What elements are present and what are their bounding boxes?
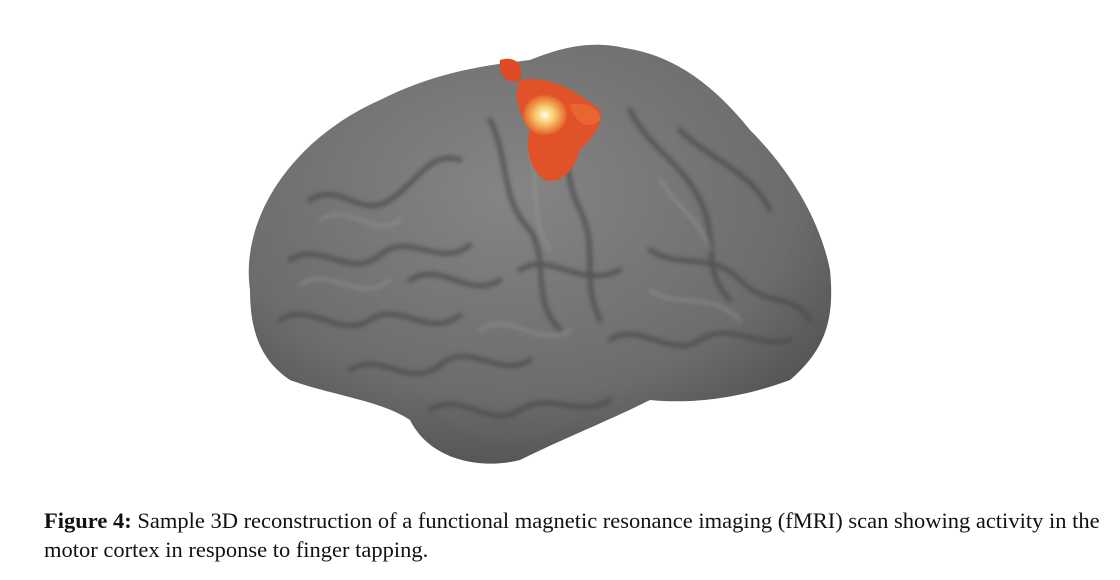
caption-label: Figure 4: — [44, 508, 132, 533]
brain-3d-reconstruction — [248, 44, 832, 464]
figure-caption: Figure 4: Sample 3D reconstruction of a … — [44, 506, 1104, 564]
brain-figure — [230, 20, 850, 480]
activation-cluster — [499, 58, 601, 181]
caption-text: Sample 3D reconstruction of a functional… — [44, 508, 1100, 562]
